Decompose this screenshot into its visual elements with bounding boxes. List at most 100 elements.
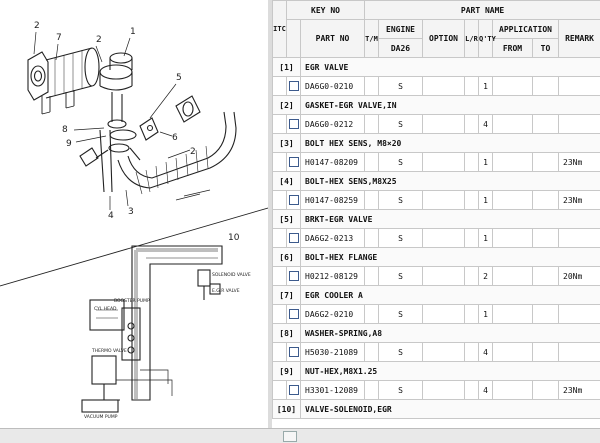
part-name: BRKT-EGR VALVE [301, 210, 600, 229]
tm-cell [365, 229, 379, 248]
part-no-cell[interactable]: DA6G0-0212 [301, 115, 365, 134]
select-checkbox[interactable] [289, 347, 299, 357]
select-cell [287, 153, 301, 172]
label-thermo-valve: THERMO VALVE [91, 348, 127, 354]
to-header: TO [533, 39, 559, 58]
callout-4: 4 [108, 211, 114, 221]
part-no-cell[interactable]: H0147-08259 [301, 191, 365, 210]
option-cell [423, 115, 465, 134]
from-cell [493, 267, 533, 286]
part-group-header: [10]VALVE-SOLENOID,EGR [273, 400, 600, 419]
callout-3: 3 [128, 207, 134, 217]
option-cell [423, 305, 465, 324]
parts-list-panel: ITC KEY NO PART NAME PART NO T/M ENGINE … [272, 0, 600, 428]
to-cell [533, 115, 559, 134]
remark-cell: 23Nm [559, 381, 600, 400]
option-cell [423, 191, 465, 210]
part-name: GASKET-EGR VALVE,IN [301, 96, 600, 115]
select-checkbox[interactable] [289, 81, 299, 91]
label-vacuum-pump: VACUUM PUMP [84, 414, 118, 420]
key-no: [10] [273, 400, 301, 419]
part-group-header: [8]WASHER-SPRING,A8 [273, 324, 600, 343]
option-cell [423, 153, 465, 172]
to-cell [533, 229, 559, 248]
itc-cell [273, 305, 287, 324]
tm-cell [365, 267, 379, 286]
lr-header: L/R [465, 20, 479, 58]
part-name: WASHER-SPRING,A8 [301, 324, 600, 343]
select-checkbox[interactable] [289, 233, 299, 243]
engine-cell: S [379, 115, 423, 134]
from-cell [493, 343, 533, 362]
option-cell [423, 229, 465, 248]
callout-10: 10 [228, 233, 240, 243]
callout-2: 2 [34, 21, 40, 31]
part-no-cell[interactable]: DA6G2-0210 [301, 305, 365, 324]
callout-2: 2 [96, 35, 102, 45]
select-checkbox[interactable] [289, 309, 299, 319]
remark-cell [559, 229, 600, 248]
select-cell [287, 305, 301, 324]
part-group-header: [1]EGR VALVE [273, 58, 600, 77]
itc-cell [273, 381, 287, 400]
label-booster-pump: BOOSTER PUMP [114, 298, 150, 304]
to-cell [533, 153, 559, 172]
option-cell [423, 77, 465, 96]
tm-cell [365, 381, 379, 400]
select-checkbox[interactable] [289, 271, 299, 281]
select-checkbox[interactable] [289, 195, 299, 205]
engine-cell: S [379, 191, 423, 210]
to-cell [533, 381, 559, 400]
key-no: [8] [273, 324, 301, 343]
part-no-cell[interactable]: H0147-08209 [301, 153, 365, 172]
tm-cell [365, 153, 379, 172]
select-cell [287, 267, 301, 286]
select-checkbox[interactable] [289, 157, 299, 167]
lr-cell [465, 267, 479, 286]
engine-cell: S [379, 343, 423, 362]
part-no-cell[interactable]: H3301-12089 [301, 381, 365, 400]
tm-header: T/M [365, 20, 379, 58]
part-no-cell[interactable]: DA6G0-0210 [301, 77, 365, 96]
to-cell [533, 191, 559, 210]
scrollbar-thumb[interactable] [283, 431, 297, 442]
from-header: FROM [493, 39, 533, 58]
callout-8: 8 [62, 125, 68, 135]
callout-6: 6 [172, 133, 178, 143]
lr-cell [465, 229, 479, 248]
part-no-cell[interactable]: H0212-08129 [301, 267, 365, 286]
itc-cell [273, 191, 287, 210]
remark-cell [559, 77, 600, 96]
from-cell [493, 191, 533, 210]
to-cell [533, 77, 559, 96]
qty-cell: 1 [479, 191, 493, 210]
part-group-header: [5]BRKT-EGR VALVE [273, 210, 600, 229]
itc-cell [273, 115, 287, 134]
tm-cell [365, 305, 379, 324]
select-checkbox[interactable] [289, 119, 299, 129]
key-no: [2] [273, 96, 301, 115]
application-header: APPLICATION [493, 20, 559, 39]
engine-cell: S [379, 153, 423, 172]
part-no-cell[interactable]: DA6G2-0213 [301, 229, 365, 248]
part-no-cell[interactable]: H5030-21089 [301, 343, 365, 362]
part-name: VALVE-SOLENOID,EGR [301, 400, 600, 419]
select-checkbox[interactable] [289, 385, 299, 395]
itc-cell [273, 267, 287, 286]
checkbox-col-header [287, 20, 301, 58]
select-cell [287, 343, 301, 362]
option-cell [423, 267, 465, 286]
lr-cell [465, 381, 479, 400]
from-cell [493, 229, 533, 248]
horizontal-scrollbar[interactable] [0, 428, 600, 443]
